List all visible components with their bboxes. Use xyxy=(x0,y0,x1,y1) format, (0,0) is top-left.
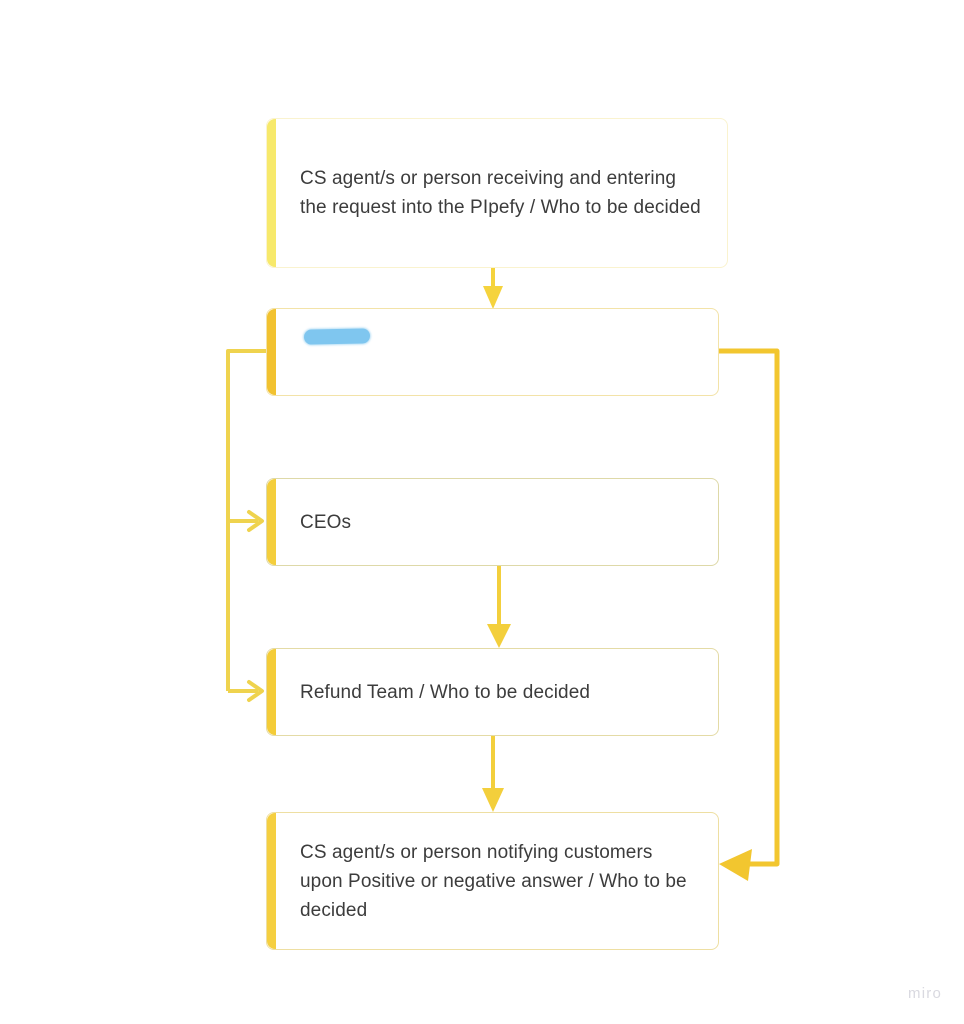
node-accent-bar xyxy=(267,813,276,949)
connector-node2-to-node3-node4[interactable] xyxy=(226,349,266,702)
node-label: CS agent/s or person notifying customers… xyxy=(300,841,687,921)
flow-node-refund-team[interactable]: Refund Team / Who to be decided xyxy=(266,648,719,736)
connector-node2-to-node5[interactable] xyxy=(719,348,780,881)
redaction-highlight-mark xyxy=(303,328,371,345)
node-accent-bar xyxy=(267,479,276,565)
flow-node-cs-agent-notifying[interactable]: CS agent/s or person notifying customers… xyxy=(266,812,719,950)
node-accent-bar xyxy=(267,649,276,735)
connector-node3-to-node4[interactable] xyxy=(487,566,511,648)
node-label-wrapper xyxy=(267,294,371,410)
flow-node-redacted[interactable] xyxy=(266,308,719,396)
node-accent-bar xyxy=(267,309,276,395)
flow-node-ceos[interactable]: CEOs xyxy=(266,478,719,566)
connector-node4-to-node5[interactable] xyxy=(482,736,504,812)
connector-node1-to-node2[interactable] xyxy=(483,268,503,309)
node-label: CS agent/s or person receiving and enter… xyxy=(300,168,701,218)
flow-node-cs-agent-receiving[interactable]: CS agent/s or person receiving and enter… xyxy=(266,118,728,268)
node-label: CEOs xyxy=(300,511,352,533)
miro-watermark: miro xyxy=(908,985,942,1002)
node-accent-bar xyxy=(267,119,276,267)
node-label: Refund Team / Who to be decided xyxy=(300,681,591,703)
